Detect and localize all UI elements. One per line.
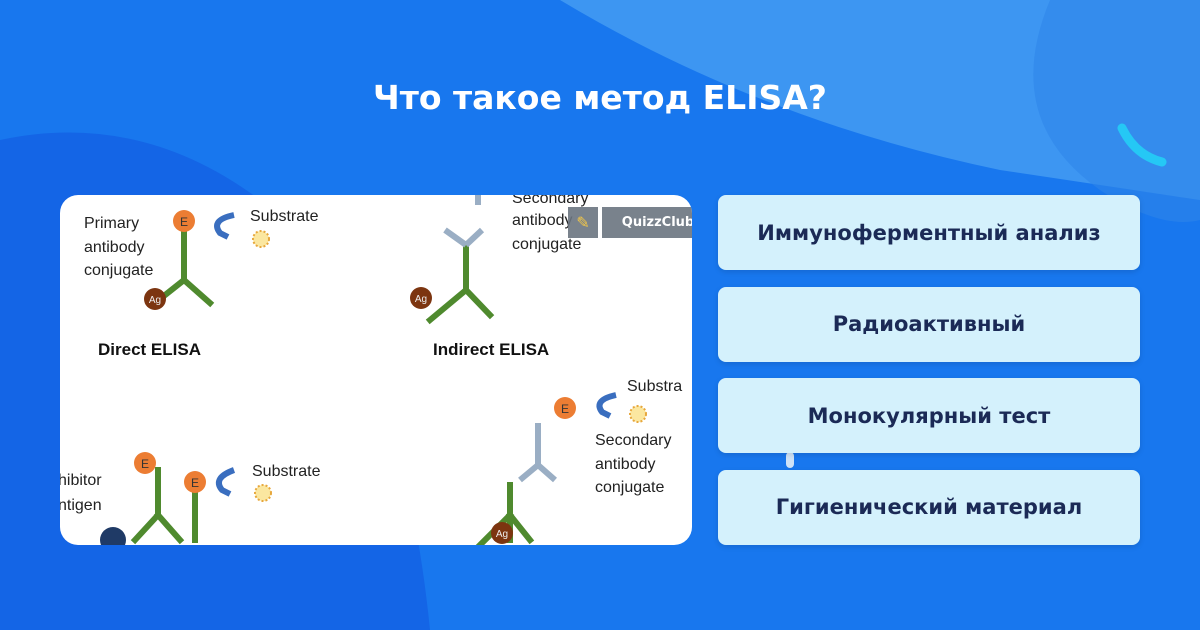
svg-text:antibody: antibody [595, 456, 656, 473]
svg-text:conjugate: conjugate [595, 479, 664, 496]
svg-text:antibody: antibody [512, 212, 573, 229]
svg-text:E: E [191, 476, 199, 490]
substrate-label: Substrate [250, 208, 319, 225]
svg-text:E: E [141, 457, 149, 471]
answer-option-1[interactable]: Иммуноферментный анализ [718, 195, 1140, 270]
svg-text:Ag: Ag [496, 529, 508, 540]
svg-text:Secondary: Secondary [595, 432, 672, 449]
enzyme-label: E [180, 215, 188, 229]
question-title: Что такое метод ELISA? [373, 78, 827, 117]
answer-option-2[interactable]: Радиоактивный [718, 286, 1140, 362]
svg-text:conjugate: conjugate [84, 262, 153, 279]
svg-text:antibody: antibody [84, 239, 145, 256]
graduation-cap-icon: ✎ [568, 207, 598, 238]
svg-text:hibitor: hibitor [60, 472, 102, 489]
svg-text:Substrate: Substrate [252, 463, 321, 480]
answer-list: Иммуноферментный анализ Радиоактивный Мо… [718, 195, 1140, 561]
direct-elisa-label: Direct ELISA [98, 340, 201, 359]
indirect-elisa-label: Indirect ELISA [433, 340, 549, 359]
svg-text:Secondary: Secondary [512, 195, 589, 207]
svg-text:Ag: Ag [415, 294, 427, 305]
svg-text:conjugate: conjugate [512, 236, 581, 253]
answer-option-3[interactable]: Монокулярный тест [718, 378, 1140, 453]
svg-text:Primary: Primary [84, 215, 139, 232]
question-image: E Ag Ag E E E Ag Substrate Substrate Sub… [60, 195, 692, 545]
svg-text:Substra: Substra [627, 378, 682, 395]
svg-text:E: E [561, 402, 569, 416]
elisa-diagram: E Ag Ag E E E Ag Substrate Substrate Sub… [60, 195, 682, 545]
answer-option-4[interactable]: Гигиенический материал [718, 469, 1140, 545]
quizzclub-watermark: ✎ QuizzClub [568, 207, 692, 238]
svg-text:ntigen: ntigen [60, 497, 102, 514]
antigen-label: Ag [149, 295, 161, 306]
